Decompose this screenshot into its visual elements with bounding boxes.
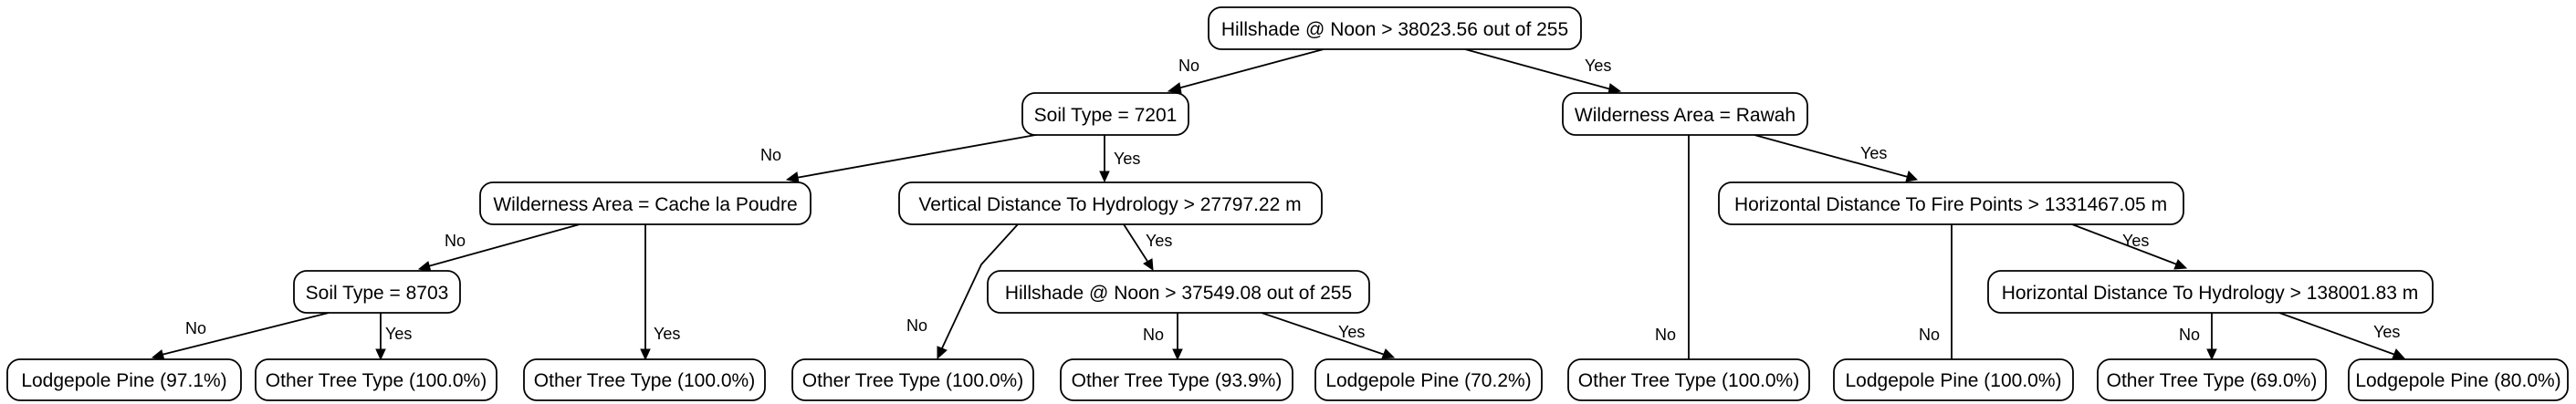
node-vdist-hydro: Vertical Distance To Hydrology > 27797.2… xyxy=(898,181,1323,225)
edge-hillshade37549-yes: Yes xyxy=(1261,312,1396,359)
node-wilderness-rawah-label: Wilderness Area = Rawah xyxy=(1575,105,1796,126)
node-soil-8703-label: Soil Type = 8703 xyxy=(306,283,449,304)
edge-label-soil7201-yes: Yes xyxy=(1114,150,1140,168)
edge-label-rawah-yes: Yes xyxy=(1860,144,1887,162)
leaf-other-100-a-label: Other Tree Type (100.0%) xyxy=(266,370,487,391)
edge-label-cache-no: No xyxy=(445,232,466,250)
edge-label-hdisthydro-no: No xyxy=(2179,326,2200,344)
node-wilderness-rawah: Wilderness Area = Rawah xyxy=(1562,92,1808,136)
leaf-other-100-d-label: Other Tree Type (100.0%) xyxy=(1578,370,1799,391)
leaf-other-100-b-label: Other Tree Type (100.0%) xyxy=(534,370,755,391)
leaf-lodgepole-100: Lodgepole Pine (100.0%) xyxy=(1833,358,2074,401)
node-hdist-hydro-label: Horizontal Distance To Hydrology > 13800… xyxy=(2002,283,2419,304)
edge-rawah-no: No xyxy=(1655,135,1694,386)
leaf-other-93-9: Other Tree Type (93.9%) xyxy=(1060,358,1293,401)
edge-cache-no: No xyxy=(417,223,581,273)
leaf-lodgepole-70-2-label: Lodgepole Pine (70.2%) xyxy=(1325,370,1531,391)
edge-vdist-yes: Yes xyxy=(1123,223,1172,272)
node-hdist-fire: Horizontal Distance To Fire Points > 133… xyxy=(1718,181,2184,225)
leaf-lodgepole-80-0: Lodgepole Pine (80.0%) xyxy=(2348,358,2569,401)
node-soil-7201: Soil Type = 7201 xyxy=(1021,92,1189,136)
edge-hdistfire-yes: Yes xyxy=(2071,223,2188,270)
edge-label-soil8703-yes: Yes xyxy=(385,325,412,343)
node-hillshade-37549: Hillshade @ Noon > 37549.08 out of 255 xyxy=(987,270,1370,314)
edge-label-vdist-yes: Yes xyxy=(1146,232,1172,250)
edge-root-no: No xyxy=(1167,48,1325,94)
node-hillshade-37549-label: Hillshade @ Noon > 37549.08 out of 255 xyxy=(1005,283,1352,304)
edge-label-hdistfire-no: No xyxy=(1919,326,1940,344)
edge-label-root-yes: Yes xyxy=(1585,57,1611,75)
node-root: Hillshade @ Noon > 38023.56 out of 255 xyxy=(1208,6,1582,50)
node-vdist-hydro-label: Vertical Distance To Hydrology > 27797.2… xyxy=(918,194,1301,215)
leaf-lodgepole-97-1: Lodgepole Pine (97.1%) xyxy=(6,358,242,401)
leaf-other-69-0: Other Tree Type (69.0%) xyxy=(2097,358,2327,401)
edge-label-hillshade37549-no: No xyxy=(1143,326,1164,344)
node-hdist-hydro: Horizontal Distance To Hydrology > 13800… xyxy=(1987,270,2434,314)
edge-soil7201-no: No xyxy=(760,133,1042,183)
leaf-other-100-a: Other Tree Type (100.0%) xyxy=(255,358,497,401)
edge-hdisthydro-no: No xyxy=(2179,313,2217,361)
leaf-other-100-d: Other Tree Type (100.0%) xyxy=(1567,358,1810,401)
node-wilderness-cache-label: Wilderness Area = Cache la Poudre xyxy=(493,194,797,215)
node-root-label: Hillshade @ Noon > 38023.56 out of 255 xyxy=(1221,19,1568,40)
leaf-lodgepole-70-2: Lodgepole Pine (70.2%) xyxy=(1314,358,1543,401)
edge-label-hillshade37549-yes: Yes xyxy=(1338,323,1365,341)
edge-soil8703-yes: Yes xyxy=(375,313,412,361)
edge-rawah-yes: Yes xyxy=(1754,134,1919,182)
edge-soil7201-yes: Yes xyxy=(1099,135,1140,183)
edge-label-cache-yes: Yes xyxy=(654,325,680,343)
edge-label-hdisthydro-yes: Yes xyxy=(2373,323,2400,341)
leaf-other-100-c: Other Tree Type (100.0%) xyxy=(791,358,1034,401)
edge-hillshade37549-no: No xyxy=(1143,313,1183,361)
edge-hdisthydro-yes: Yes xyxy=(2278,312,2406,359)
node-soil-8703: Soil Type = 8703 xyxy=(293,270,461,314)
leaf-other-93-9-label: Other Tree Type (93.9%) xyxy=(1072,370,1283,391)
tree-nodes: Hillshade @ Noon > 38023.56 out of 255 S… xyxy=(6,6,2569,401)
leaf-other-69-0-label: Other Tree Type (69.0%) xyxy=(2107,370,2318,391)
edge-vdist-no: No xyxy=(906,223,1019,360)
edge-label-hdistfire-yes: Yes xyxy=(2122,232,2149,250)
edge-root-yes: Yes xyxy=(1464,48,1622,95)
node-wilderness-cache: Wilderness Area = Cache la Poudre xyxy=(479,181,812,225)
edge-label-soil7201-no: No xyxy=(760,146,781,164)
leaf-lodgepole-97-1-label: Lodgepole Pine (97.1%) xyxy=(21,370,226,391)
edge-cache-yes: Yes xyxy=(640,224,680,361)
leaf-lodgepole-80-0-label: Lodgepole Pine (80.0%) xyxy=(2355,370,2560,391)
edge-label-rawah-no: No xyxy=(1655,326,1676,344)
edge-label-soil8703-no: No xyxy=(185,319,206,337)
leaf-lodgepole-100-label: Lodgepole Pine (100.0%) xyxy=(1845,370,2061,391)
tree-edges: No Yes No Yes No Yes xyxy=(151,48,2406,386)
edge-label-root-no: No xyxy=(1178,57,1199,75)
leaf-other-100-b: Other Tree Type (100.0%) xyxy=(523,358,766,401)
edge-label-vdist-no: No xyxy=(906,316,927,335)
node-soil-7201-label: Soil Type = 7201 xyxy=(1034,105,1178,126)
edge-soil8703-no: No xyxy=(151,312,330,361)
leaf-other-100-c-label: Other Tree Type (100.0%) xyxy=(802,370,1023,391)
node-hdist-fire-label: Horizontal Distance To Fire Points > 133… xyxy=(1734,194,2167,215)
